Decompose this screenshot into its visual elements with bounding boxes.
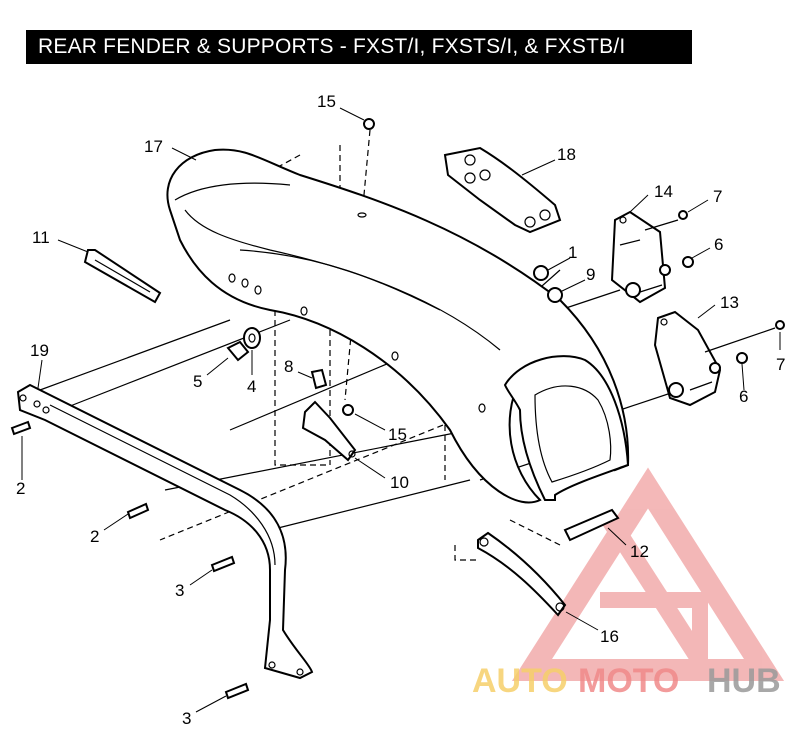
callout-7-lower: 7 xyxy=(776,355,785,374)
upper-bracket xyxy=(610,210,679,304)
nut-15-upper xyxy=(363,118,375,130)
nut-5 xyxy=(226,340,250,362)
callout-6-lower: 6 xyxy=(739,387,748,406)
callout-9: 9 xyxy=(586,265,595,284)
nut-6-upper xyxy=(682,256,694,268)
hardware xyxy=(226,118,785,416)
callout-17: 17 xyxy=(144,137,163,156)
small-strap xyxy=(563,508,620,542)
callout-15-lower: 15 xyxy=(388,425,407,444)
callout-19: 19 xyxy=(30,341,49,360)
watermark-hub: HUB xyxy=(707,662,781,700)
callout-12: 12 xyxy=(630,542,649,561)
screws xyxy=(10,420,250,700)
screw-2-b xyxy=(126,502,150,520)
nut-15-lower xyxy=(342,404,354,416)
callout-16: 16 xyxy=(600,627,619,646)
nut-7-lower xyxy=(775,320,785,330)
callout-8: 8 xyxy=(284,357,293,376)
screw-3-b xyxy=(224,682,250,700)
callout-7-upper: 7 xyxy=(713,187,722,206)
callouts: 15 17 18 11 14 7 6 1 9 13 7 6 8 4 5 15 1… xyxy=(16,92,785,728)
fender-tip xyxy=(503,355,630,501)
callout-10: 10 xyxy=(390,473,409,492)
plug-9 xyxy=(547,287,563,303)
callout-3-mid: 3 xyxy=(175,581,184,600)
callout-2-mid: 2 xyxy=(90,527,99,546)
washer-4 xyxy=(243,327,261,349)
callout-6-upper: 6 xyxy=(714,235,723,254)
nut-7-upper xyxy=(678,210,688,220)
lower-bracket xyxy=(653,310,776,407)
screw-2-a xyxy=(10,420,32,436)
nut-6-lower xyxy=(736,352,748,364)
support-rail xyxy=(16,383,314,680)
top-plate xyxy=(443,146,562,234)
callout-4: 4 xyxy=(247,377,256,396)
watermark-logo xyxy=(511,467,785,681)
watermark-text: AUTO MOTO HUB xyxy=(472,662,781,700)
callout-2-left: 2 xyxy=(16,479,25,498)
callout-3-bottom: 3 xyxy=(182,709,191,728)
clip-8 xyxy=(310,368,328,390)
watermark-moto: MOTO xyxy=(578,662,679,700)
callout-5: 5 xyxy=(193,372,202,391)
reflector-strip xyxy=(83,249,162,304)
lower-strut xyxy=(477,531,567,617)
plug-1 xyxy=(533,265,549,281)
support-link-10 xyxy=(301,400,357,462)
watermark-auto: AUTO xyxy=(472,662,568,700)
screw-3-a xyxy=(210,555,236,573)
callout-14: 14 xyxy=(654,182,673,201)
callout-11: 11 xyxy=(32,228,50,247)
callout-1: 1 xyxy=(568,243,577,262)
callout-15-top: 15 xyxy=(317,92,336,111)
diagram-title: REAR FENDER & SUPPORTS - FXST/I, FXSTS/I… xyxy=(26,30,692,64)
callout-13: 13 xyxy=(720,293,739,312)
callout-18: 18 xyxy=(557,145,576,164)
leader-lines xyxy=(21,107,781,713)
